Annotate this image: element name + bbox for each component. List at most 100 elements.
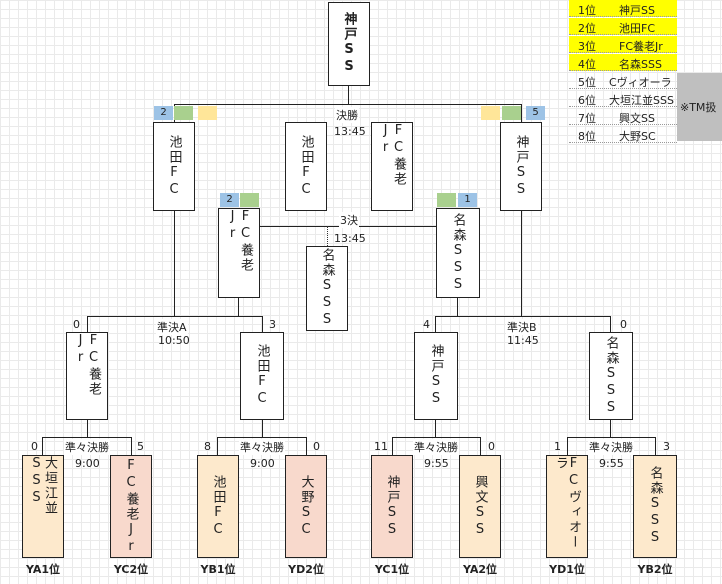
line [521,211,523,317]
slot-label: YD1位 [549,563,585,576]
ranking-row: 8位大野SC [569,126,677,143]
line [42,437,132,439]
line [392,437,481,439]
team-box-ya1: 大垣江並SSS [22,455,64,558]
line [348,86,350,104]
team-box-yb1: 池田FC [197,455,239,558]
third-loser-box: 名森SSS [306,246,348,331]
final-right-team-box: 神戸SS [500,122,542,211]
team-box-yd2: 大野SC [285,455,327,558]
dotted-line [327,226,328,246]
qf4-label: 準々決勝 [588,439,634,455]
qf3-time: 9:55 [424,457,449,470]
marker-square [174,106,193,120]
qf2-right-score: 0 [313,440,320,453]
qf4-time: 9:55 [599,457,624,470]
line [610,316,612,332]
qf4-winner-box: 名森SSS [589,332,633,420]
line [521,104,523,122]
team-box-yc1: 神戸SS [371,455,413,558]
semi-b-time: 11:45 [507,334,539,347]
line [174,104,522,106]
line [42,437,44,455]
third-time: 13:45 [334,232,366,245]
slot-label: YB1位 [200,563,236,576]
qf2-winner-box: 池田FC [240,332,284,420]
qf4-left-score: 1 [554,440,561,453]
final-loser-box-b: FC養老Jr [371,122,413,211]
line [480,437,482,455]
tm-note-cell [677,73,722,141]
qf1-left-score: 0 [31,440,38,453]
slot-label: YA2位 [462,563,498,576]
marker-square [437,193,456,207]
qf1-label: 準々決勝 [64,439,110,455]
line [87,420,89,437]
ranking-row: 6位大垣江並SSS [569,90,677,107]
semi-b-left-score: 4 [423,318,430,331]
final-time: 13:45 [334,125,366,138]
third-right-team-box: 名森SSS [436,208,480,298]
final-left-team-box: 池田FC [153,122,195,211]
marker-square [481,106,500,120]
line [610,420,612,437]
final-left-score: 2 [154,106,173,120]
champion-box: 神戸SS [328,2,370,86]
ranking-row: 1位神戸SS [569,0,677,17]
line [567,437,656,439]
qf1-winner-box: FC養老Jr [66,332,108,420]
line [87,316,263,318]
team-box-yd1: FCヴィオーラ [546,455,588,558]
line [87,316,89,332]
qf1-right-score: 5 [137,440,144,453]
line [435,316,437,332]
ranking-row: 4位名森SSS [569,54,677,71]
semi-a-label: 準決A [156,319,188,335]
final-label: 決勝 [335,107,359,123]
line [457,298,459,317]
third-left-score: 2 [220,193,239,207]
semi-b-right-score: 0 [620,318,627,331]
semi-a-left-score: 0 [73,318,80,331]
qf3-right-score: 0 [488,440,495,453]
third-right-score: 1 [458,193,477,207]
qf3-left-score: 11 [374,440,388,453]
qf2-label: 準々決勝 [239,439,285,455]
third-label: 3決 [339,212,359,228]
line [217,437,307,439]
team-box-ya2: 興文SS [459,455,501,558]
qf2-time: 9:00 [250,457,275,470]
marker-square [198,106,217,120]
slot-label: YC2位 [113,563,149,576]
final-loser-box-a: 池田FC [285,122,327,211]
qf3-label: 準々決勝 [413,439,459,455]
line [174,211,176,317]
line [131,437,133,455]
qf4-right-score: 3 [663,440,670,453]
line [655,437,657,455]
line [306,437,308,455]
third-left-team-box: FC養老Jr [218,208,260,298]
team-box-yc2: FC養老Jr [110,455,152,558]
semi-a-right-score: 3 [269,318,276,331]
ranking-row: 7位興文SS [569,108,677,125]
final-right-score: 5 [526,106,545,120]
line [262,316,264,332]
line [435,316,611,318]
slot-label: YD2位 [288,563,324,576]
semi-b-label: 準決B [506,319,538,335]
line [567,437,569,455]
ranking-row: 2位池田FC [569,18,677,35]
line [262,420,264,437]
slot-label: YA1位 [25,563,61,576]
line [435,420,437,437]
line [392,437,394,455]
slot-label: YB2位 [637,563,673,576]
semi-a-time: 10:50 [158,334,190,347]
line [217,437,219,455]
tm-note: ※TM扱 [680,101,717,114]
qf3-winner-box: 神戸SS [414,332,458,420]
marker-square [502,106,521,120]
